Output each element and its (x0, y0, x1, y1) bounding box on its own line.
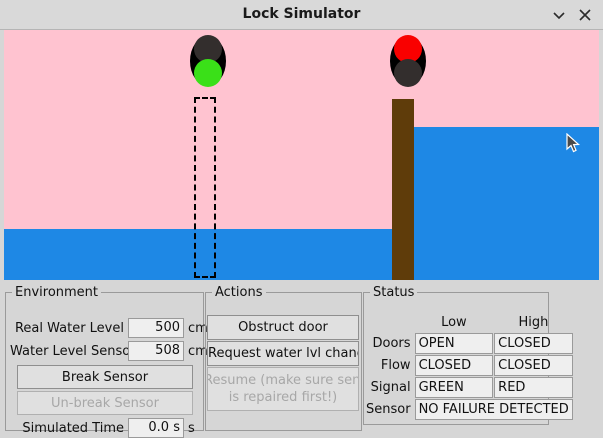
signal-high-red-lamp-icon (394, 35, 422, 63)
actions-legend: Actions (215, 285, 263, 300)
simulation-canvas[interactable] (4, 30, 599, 280)
signal-high-light (390, 35, 426, 87)
status-flow-low: CLOSED (414, 355, 494, 376)
signal-low-red-lamp-icon (194, 35, 222, 63)
water-low-side (4, 229, 392, 280)
status-column-high: High (518, 314, 549, 330)
table-row: Flow CLOSED CLOSED (365, 355, 573, 376)
status-flow-high: CLOSED (494, 355, 573, 376)
status-header-row: Low High (365, 313, 573, 332)
table-row: Sensor NO FAILURE DETECTED (365, 399, 573, 420)
simulated-time-row: Simulated Time 0.0 s s (10, 418, 195, 438)
door-low-open (194, 97, 216, 278)
door-high-closed (392, 99, 414, 280)
simulated-time-field: 0.0 s (128, 418, 184, 438)
status-row-label-doors: Doors (372, 336, 411, 351)
water-level-sensor-label: Water Level Sensor (10, 343, 136, 359)
status-row-label-signal: Signal (370, 380, 411, 395)
status-signal-low: GREEN (414, 377, 494, 398)
signal-high-green-lamp-icon (394, 59, 422, 87)
signal-low-green-lamp-icon (194, 59, 222, 87)
real-water-level-unit: cm (188, 320, 208, 336)
status-doors-high: CLOSED (494, 333, 573, 354)
signal-low-light (190, 35, 226, 87)
water-level-sensor-row: Water Level Sensor 508 cm (10, 341, 208, 361)
status-column-low: Low (441, 314, 467, 330)
water-level-sensor-unit: cm (188, 343, 208, 359)
status-sensor-value: NO FAILURE DETECTED (414, 399, 573, 420)
status-legend: Status (373, 285, 415, 300)
simulated-time-unit: s (188, 420, 195, 436)
status-signal-high: RED (494, 377, 573, 398)
close-icon[interactable] (575, 5, 595, 25)
real-water-level-label: Real Water Level (14, 320, 124, 336)
table-row: Signal GREEN RED (365, 377, 573, 398)
real-water-level-row: Real Water Level 500 cm (10, 318, 208, 338)
status-group: Status Low High Doors OPEN CLOSED Flow C… (363, 285, 573, 425)
status-corner-cell (365, 313, 414, 332)
resume-label-line-1: Resume (make sure sensor (207, 373, 359, 388)
environment-group: Environment Real Water Level 500 cm Wate… (5, 285, 208, 438)
window-title: Lock Simulator (242, 6, 361, 22)
table-row: Doors OPEN CLOSED (365, 333, 573, 354)
water-level-sensor-field[interactable]: 508 (128, 341, 184, 361)
actions-group: Actions Obstruct door Request water lvl … (205, 285, 362, 431)
unbreak-sensor-button[interactable]: Un-break Sensor (17, 391, 193, 415)
obstruct-door-button[interactable]: Obstruct door (207, 315, 359, 340)
request-water-level-change-button[interactable]: Request water lvl change (207, 341, 359, 366)
status-table: Low High Doors OPEN CLOSED Flow CLOSED C… (364, 312, 574, 421)
resume-label-line-2: is repaired first!) (228, 390, 338, 405)
title-bar: Lock Simulator (0, 0, 603, 30)
resume-button[interactable]: Resume (make sure sensor is repaired fir… (207, 367, 359, 411)
status-row-label-sensor: Sensor (366, 402, 411, 417)
environment-legend: Environment (15, 285, 99, 300)
water-high-side (414, 127, 599, 280)
status-doors-low: OPEN (414, 333, 494, 354)
simulated-time-label: Simulated Time (22, 420, 124, 436)
break-sensor-button[interactable]: Break Sensor (17, 365, 193, 389)
chevron-down-icon[interactable] (549, 5, 569, 25)
status-row-label-flow: Flow (380, 358, 411, 373)
real-water-level-field[interactable]: 500 (128, 318, 184, 338)
control-panels: Environment Real Water Level 500 cm Wate… (0, 281, 603, 438)
mouse-pointer-icon (566, 132, 582, 155)
